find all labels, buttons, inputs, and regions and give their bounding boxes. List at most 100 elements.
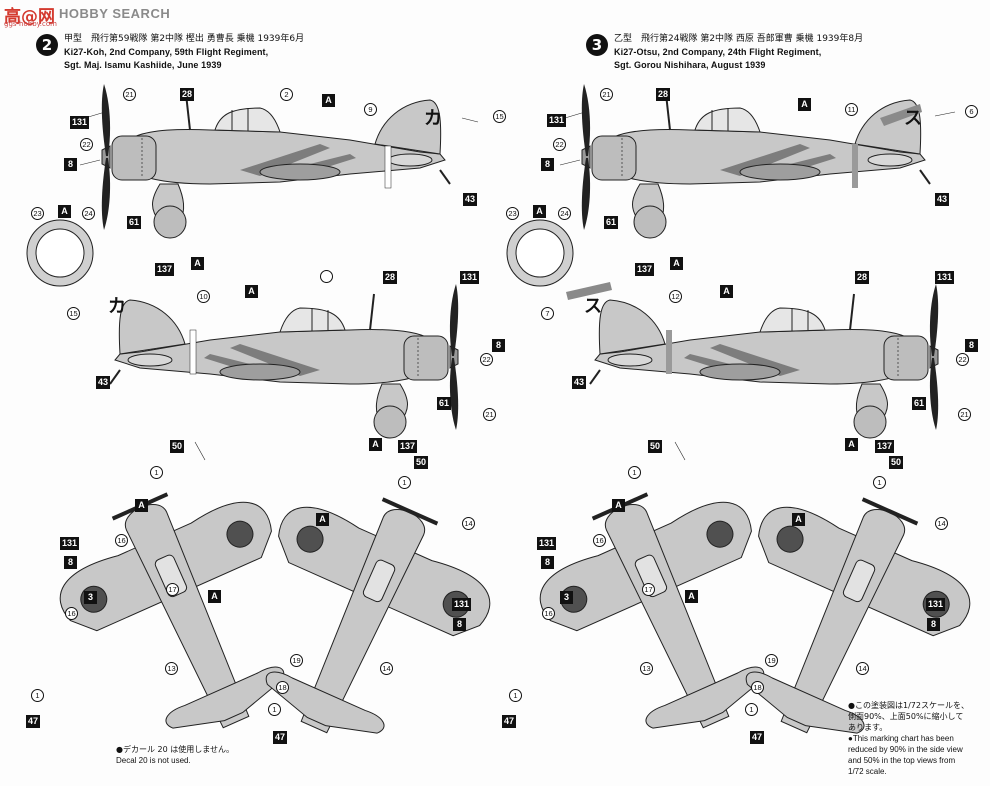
tag-A: A	[191, 257, 204, 270]
callout-1: 1	[268, 703, 281, 716]
scheme-3-header: 乙型 飛行第24戦隊 第2中隊 西原 吾郎軍曹 乗機 1939年8月 Ki27-…	[614, 33, 863, 72]
callout-21: 21	[958, 408, 971, 421]
callout-22: 22	[553, 138, 566, 151]
tag-A: A	[720, 285, 733, 298]
scale-note-en-3: and 50% in the top views from	[848, 756, 956, 765]
callout-7: 7	[541, 307, 554, 320]
callout-12: 12	[669, 290, 682, 303]
scheme-3-en-line2: Sgt. Gorou Nishihara, August 1939	[614, 60, 766, 70]
tag-A: A	[670, 257, 683, 270]
tag-8: 8	[64, 158, 77, 171]
tag-131: 131	[935, 271, 955, 284]
tag-A: A	[845, 438, 858, 451]
watermark-logo: 高@网	[4, 7, 55, 27]
callout-14: 14	[935, 517, 948, 530]
tag-A: A	[245, 285, 258, 298]
tag-8: 8	[453, 618, 466, 631]
scheme-2-tail-kana: カ	[424, 108, 442, 129]
scheme-2-jp-title: 甲型 飛行第59戦隊 第2中隊 樫出 勇曹長 乗機 1939年6月	[64, 34, 305, 44]
tag-8: 8	[492, 339, 505, 352]
callout-21: 21	[483, 408, 496, 421]
callout-1: 1	[873, 476, 886, 489]
tag-8: 8	[541, 556, 554, 569]
tag-3: 3	[560, 591, 573, 604]
scheme-2-header: 甲型 飛行第59戦隊 第2中隊 樫出 勇曹長 乗機 1939年6月 Ki27-K…	[64, 33, 304, 72]
tag-A: A	[316, 513, 329, 526]
tag-A: A	[798, 98, 811, 111]
callout-14: 14	[462, 517, 475, 530]
tag-50: 50	[414, 456, 429, 469]
callout-21: 21	[123, 88, 136, 101]
callout-6: 6	[965, 105, 978, 118]
callout-15: 15	[67, 307, 80, 320]
callout-23: 23	[506, 207, 519, 220]
tag-43: 43	[463, 193, 478, 206]
callout-14: 14	[380, 662, 393, 675]
callout-16: 16	[593, 534, 606, 547]
tag-131: 131	[537, 537, 557, 550]
callout-1: 1	[509, 689, 522, 702]
scale-note-en-2: reduced by 90% in the side view	[848, 745, 963, 754]
tag-47: 47	[502, 715, 517, 728]
tag-137: 137	[635, 263, 655, 276]
tag-8: 8	[965, 339, 978, 352]
tag-8: 8	[927, 618, 940, 631]
tag-47: 47	[26, 715, 41, 728]
tag-131: 131	[70, 116, 90, 129]
callout-16: 16	[115, 534, 128, 547]
callout-9: 9	[364, 103, 377, 116]
callout-18: 18	[276, 681, 289, 694]
callout-17: 17	[642, 583, 655, 596]
callout-10: 10	[197, 290, 210, 303]
tag-131: 131	[547, 114, 567, 127]
tag-A: A	[792, 513, 805, 526]
tag-50: 50	[170, 440, 185, 453]
scheme-3-jp-title: 乙型 飛行第24戦隊 第2中隊 西原 吾郎軍曹 乗機 1939年8月	[614, 34, 864, 44]
tag-43: 43	[935, 193, 950, 206]
callout-3	[320, 270, 333, 283]
tag-137: 137	[398, 440, 418, 453]
decal-note-jp: ●デカール 20 は使用しません。	[116, 745, 235, 754]
callout-11: 11	[845, 103, 858, 116]
callout-19: 19	[765, 654, 778, 667]
tag-A: A	[135, 499, 148, 512]
callout-22: 22	[956, 353, 969, 366]
callout-1: 1	[150, 466, 163, 479]
tag-137: 137	[155, 263, 175, 276]
tag-A: A	[322, 94, 335, 107]
tag-50: 50	[648, 440, 663, 453]
tag-28: 28	[383, 271, 398, 284]
tag-28: 28	[656, 88, 671, 101]
tag-8: 8	[541, 158, 554, 171]
tag-3: 3	[84, 591, 97, 604]
scheme-3-tail-kana-left: ス	[584, 296, 602, 317]
watermark: 高@网 HOBBY SEARCH	[0, 0, 170, 32]
watermark-text: HOBBY SEARCH	[59, 6, 171, 21]
scale-note-jp-1: ●この塗装図は1/72スケールを、	[848, 701, 969, 710]
tag-8: 8	[64, 556, 77, 569]
tag-61: 61	[912, 397, 927, 410]
callout-19: 19	[290, 654, 303, 667]
tag-A: A	[208, 590, 221, 603]
tag-A: A	[685, 590, 698, 603]
scheme-3-number: 3	[586, 34, 608, 56]
scheme-2-en-line2: Sgt. Maj. Isamu Kashiide, June 1939	[64, 60, 222, 70]
tag-43: 43	[572, 376, 587, 389]
callout-22: 22	[80, 138, 93, 151]
tag-A: A	[369, 438, 382, 451]
callout-1: 1	[628, 466, 641, 479]
scale-note-jp-2: 側面90%、上面50%に縮小して	[848, 712, 964, 721]
callout-13: 13	[165, 662, 178, 675]
callout-1: 1	[398, 476, 411, 489]
tag-131: 131	[452, 598, 472, 611]
tag-61: 61	[127, 216, 142, 229]
callout-24: 24	[558, 207, 571, 220]
decal-note-en: Decal 20 is not used.	[116, 756, 191, 765]
tag-137: 137	[875, 440, 895, 453]
tag-47: 47	[750, 731, 765, 744]
tag-61: 61	[604, 216, 619, 229]
scheme-2-tail-kana-left: カ	[108, 296, 126, 317]
scale-note-en-4: 1/72 scale.	[848, 767, 887, 776]
